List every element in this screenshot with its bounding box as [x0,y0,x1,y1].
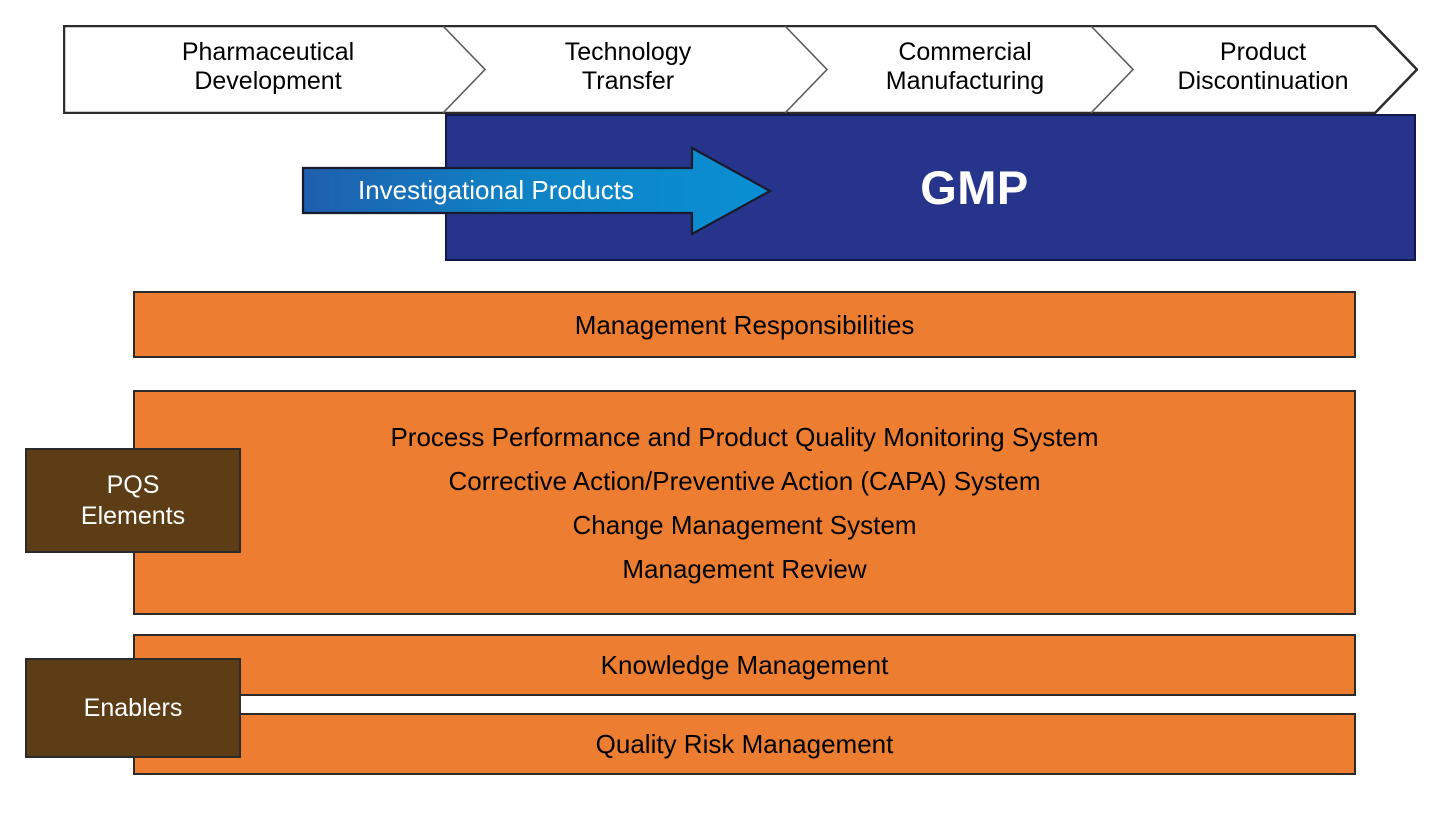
stage-label-line2: Manufacturing [885,67,1045,95]
chevron-divider-3 [1090,25,1135,114]
arrow-shape [301,146,773,236]
band-pqs-elements[interactable]: Process Performance and Product Quality … [133,390,1356,615]
chevron-divider-1 [442,25,487,114]
side-label-enablers[interactable]: Enablers [25,658,241,758]
band-line: Quality Risk Management [595,729,894,759]
lifecycle-stage-product-discontinuation[interactable]: Product Discontinuation [1113,38,1413,96]
lifecycle-stage-technology-transfer[interactable]: Technology Transfer [463,38,793,96]
band-line: Management Review [622,553,867,584]
lifecycle-stage-bar: Pharmaceutical Development Technology Tr… [63,25,1418,114]
band-management-responsibilities[interactable]: Management Responsibilities [133,291,1356,358]
band-quality-risk-management[interactable]: Quality Risk Management [133,713,1356,775]
chevron-divider-2 [784,25,829,114]
lifecycle-stage-commercial-manufacturing[interactable]: Commercial Manufacturing [805,38,1125,96]
side-label-line1: Enablers [83,693,183,722]
stage-label-line1: Pharmaceutical [181,38,355,66]
lifecycle-bar-outline [63,25,1418,114]
side-label-text: PQS Elements [81,470,185,532]
stage-label-line2: Transfer [581,67,675,95]
side-label-text: Enablers [84,693,183,724]
lifecycle-stage-pharmaceutical-development[interactable]: Pharmaceutical Development [83,38,453,96]
stage-label-line1: Product [1219,38,1307,66]
stage-label-line1: Technology [564,38,692,66]
side-label-line1: PQS [106,470,160,499]
band-line: Change Management System [572,509,917,540]
band-line: Knowledge Management [600,650,889,680]
stage-label-line1: Commercial [898,38,1032,66]
stage-label-line2: Discontinuation [1177,67,1349,95]
side-label-line2: Elements [80,501,186,530]
band-line: Corrective Action/Preventive Action (CAP… [448,465,1041,496]
band-line: Management Responsibilities [574,309,915,340]
investigational-products-arrow: Investigational Products [301,145,773,237]
band-knowledge-management[interactable]: Knowledge Management [133,634,1356,696]
gmp-label: GMP [920,161,1029,214]
band-line: Process Performance and Product Quality … [390,421,1099,452]
side-label-pqs-elements[interactable]: PQS Elements [25,448,241,553]
investigational-products-label: Investigational Products [357,175,635,205]
stage-label-line2: Development [194,67,342,95]
